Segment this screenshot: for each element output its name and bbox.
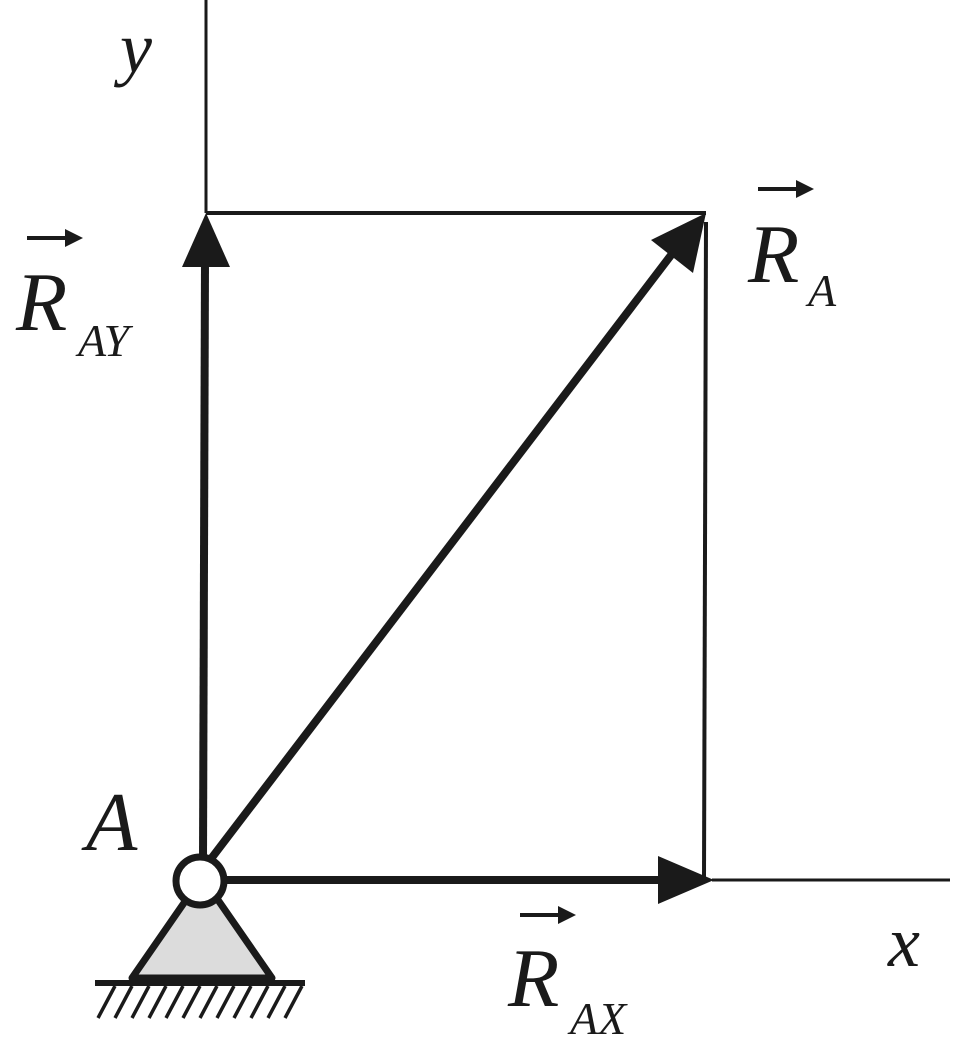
point-a-label: A xyxy=(81,776,138,869)
ground-hatching xyxy=(96,985,304,1019)
pin-support xyxy=(95,853,305,1019)
label-rax-subscript: AX xyxy=(567,993,628,1044)
support-triangle xyxy=(128,896,276,982)
vector-ra xyxy=(200,213,706,871)
label-rax: R AX xyxy=(507,906,628,1044)
pin-joint xyxy=(172,853,228,909)
vector-ray-shaft xyxy=(199,259,209,861)
vector-rax-arrowhead xyxy=(658,856,714,904)
y-axis-label: y xyxy=(113,8,152,88)
label-ray-subscript: AY xyxy=(75,315,134,366)
label-rax-symbol: R xyxy=(507,932,559,1025)
label-ray-symbol: R xyxy=(15,256,67,349)
vector-ray-arrowhead xyxy=(182,213,230,267)
label-ra: R A xyxy=(747,180,837,316)
x-axis-label: x xyxy=(887,902,920,982)
label-ra-subscript: A xyxy=(805,265,837,316)
construction-line-right xyxy=(702,221,708,879)
vector-ra-shaft xyxy=(200,243,682,871)
vector-rax xyxy=(226,856,714,904)
label-ray: R AY xyxy=(15,229,134,366)
vector-ray xyxy=(182,213,230,861)
vector-ra-arrowhead xyxy=(651,213,706,273)
label-ra-symbol: R xyxy=(747,208,799,301)
